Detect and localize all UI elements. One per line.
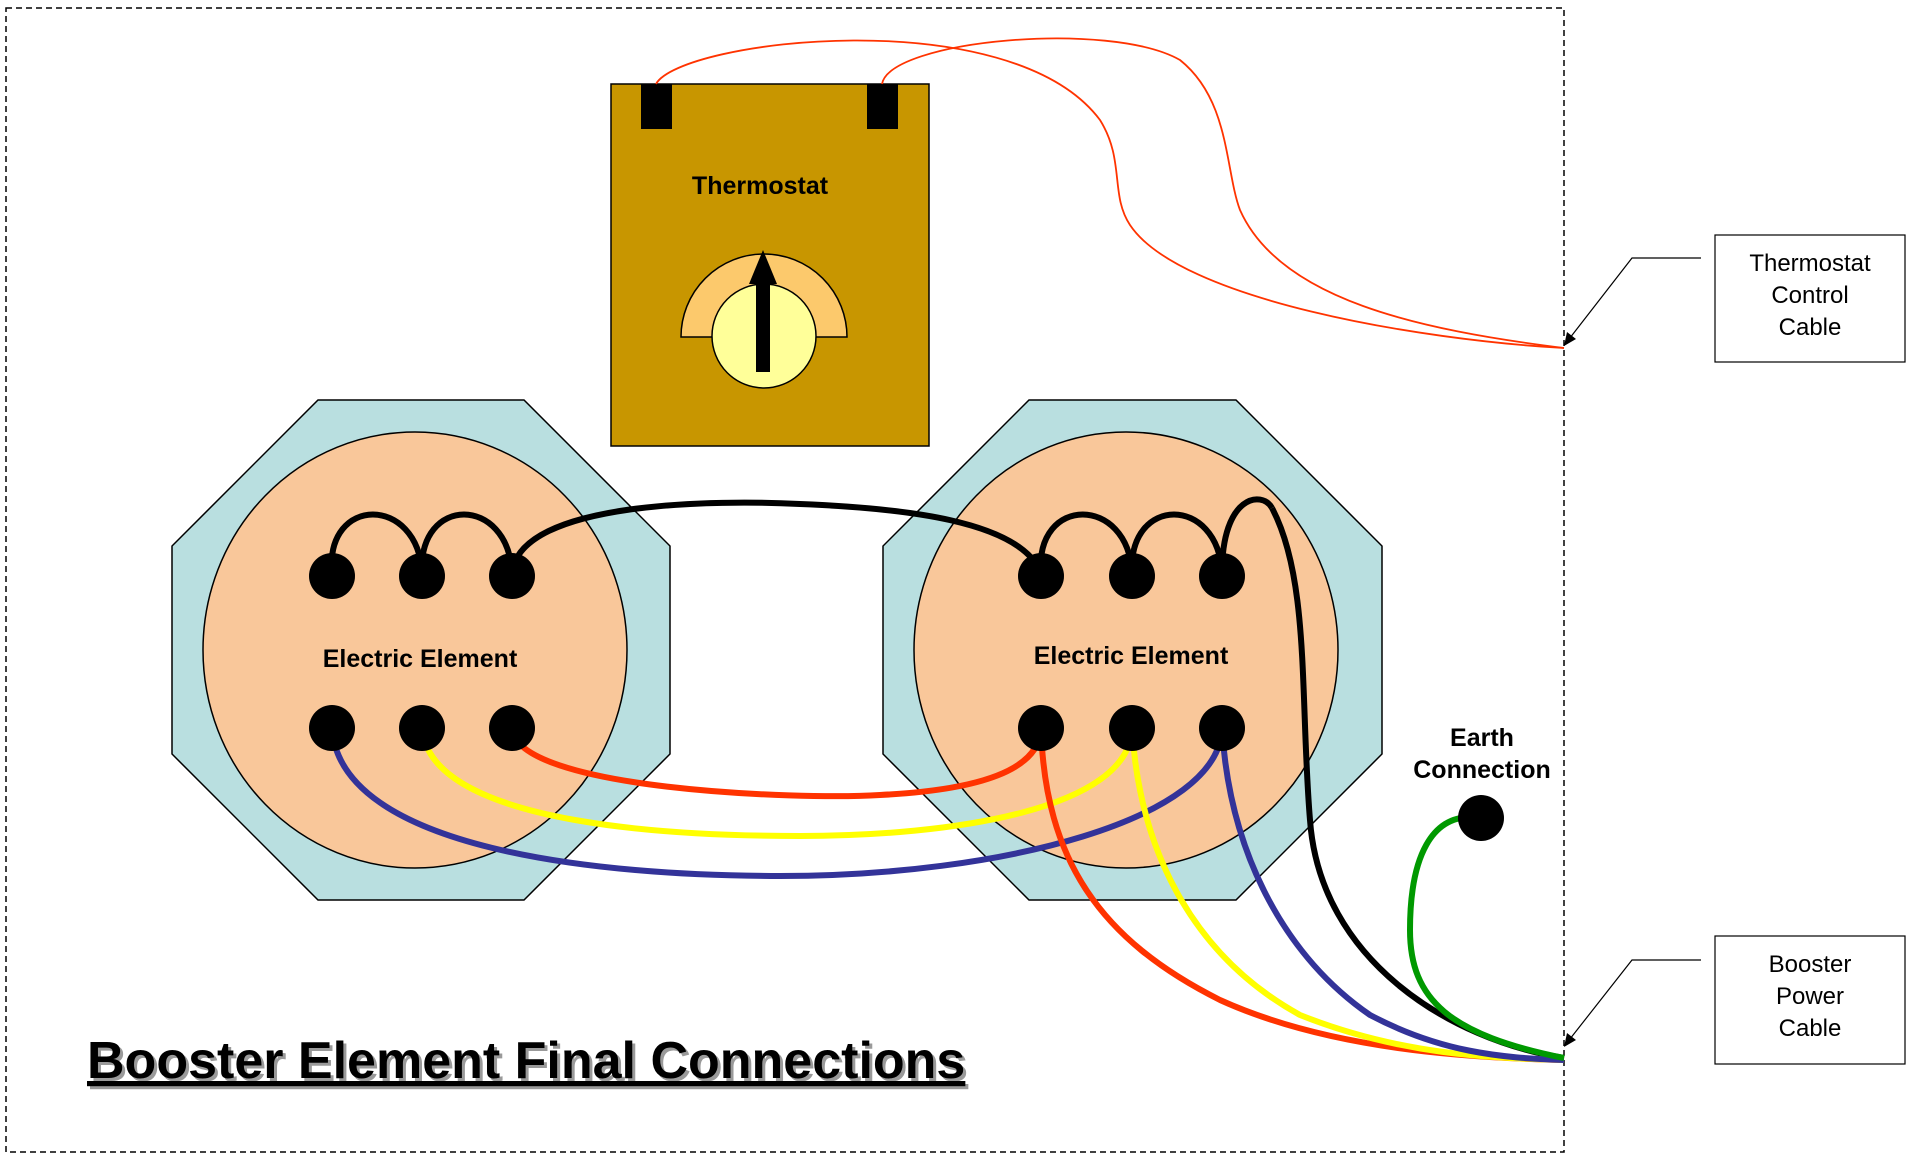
callout-thermostat-line2: Control: [1771, 282, 1848, 309]
callout-arrowhead-thermostat: [1564, 332, 1576, 346]
terminal-left-bottom-3: [489, 705, 535, 751]
wire-black-link: [509, 499, 1044, 575]
element-link-wires: [329, 727, 1225, 880]
coil-right-3: [1219, 496, 1275, 574]
terminal-right-top-3: [1199, 553, 1245, 599]
wire-green-earth: [1406, 814, 1565, 1061]
callout-arrowhead-booster: [1564, 1033, 1576, 1047]
dial-pointer-arrow: [749, 250, 777, 284]
callout-thermostat-cable: Thermostat Control Cable: [1564, 234, 1906, 363]
callout-leader-booster: [1565, 959, 1701, 1045]
terminal-left-bottom-1: [309, 705, 355, 751]
wire-blue-feed: [1219, 727, 1565, 1063]
thermostat-terminal-right: [867, 84, 898, 129]
dial-pointer: [756, 280, 770, 372]
page-title: Booster Element Final Connections: [87, 1032, 965, 1090]
terminal-right-bottom-1: [1018, 705, 1064, 751]
callout-booster-cable: Booster Power Cable: [1564, 935, 1906, 1065]
terminals: [309, 553, 1504, 841]
thermostat-terminal-left: [641, 84, 672, 129]
wire-yellow-feed: [1129, 727, 1565, 1063]
control-wire-2: [881, 37, 1565, 349]
electric-element-left: Electric Element: [171, 399, 671, 901]
dashed-border: [5, 7, 1565, 1153]
element-disc-right: [913, 431, 1339, 869]
coil-left-1: [328, 511, 425, 574]
terminal-left-top-1: [309, 553, 355, 599]
callout-box-booster: [1714, 935, 1906, 1065]
earth-label-line1: Earth: [1450, 724, 1514, 752]
callout-booster-line3: Cable: [1779, 1015, 1842, 1042]
coil-right-2: [1128, 511, 1225, 574]
thermostat-label: Thermostat: [692, 172, 829, 200]
terminal-right-bottom-2: [1109, 705, 1155, 751]
wire-yellow-link: [419, 727, 1135, 840]
callout-leader-thermostat: [1565, 257, 1701, 344]
element-label-left: Electric Element: [323, 645, 518, 673]
terminal-left-top-3: [489, 553, 535, 599]
terminal-right-bottom-3: [1199, 705, 1245, 751]
booster-power-cable: [1038, 727, 1565, 1063]
coil-left-2: [418, 511, 515, 574]
wire-blue-link: [329, 727, 1225, 880]
title-shadow: Booster Element Final Connections: [90, 1035, 968, 1093]
callout-thermostat-line1: Thermostat: [1749, 250, 1871, 277]
terminal-left-bottom-2: [399, 705, 445, 751]
thermostat: Thermostat: [610, 83, 930, 447]
terminal-right-top-2: [1109, 553, 1155, 599]
callout-booster-line1: Booster: [1769, 951, 1852, 978]
earth-label-line2: Connection: [1413, 756, 1551, 784]
earth-terminal: [1458, 795, 1504, 841]
wire-red-link: [509, 727, 1044, 800]
callout-thermostat-line3: Cable: [1779, 314, 1842, 341]
element-disc-left: [202, 431, 628, 869]
terminal-right-top-1: [1018, 553, 1064, 599]
callout-box-thermostat: [1714, 234, 1906, 363]
thermostat-control-cable: [655, 37, 1565, 349]
element-label-right: Electric Element: [1034, 642, 1229, 670]
control-wire-1: [655, 39, 1565, 349]
callout-booster-line2: Power: [1776, 983, 1844, 1010]
terminal-left-top-2: [399, 553, 445, 599]
coil-right-1: [1037, 511, 1135, 574]
electric-element-right: Electric Element: [882, 399, 1383, 901]
